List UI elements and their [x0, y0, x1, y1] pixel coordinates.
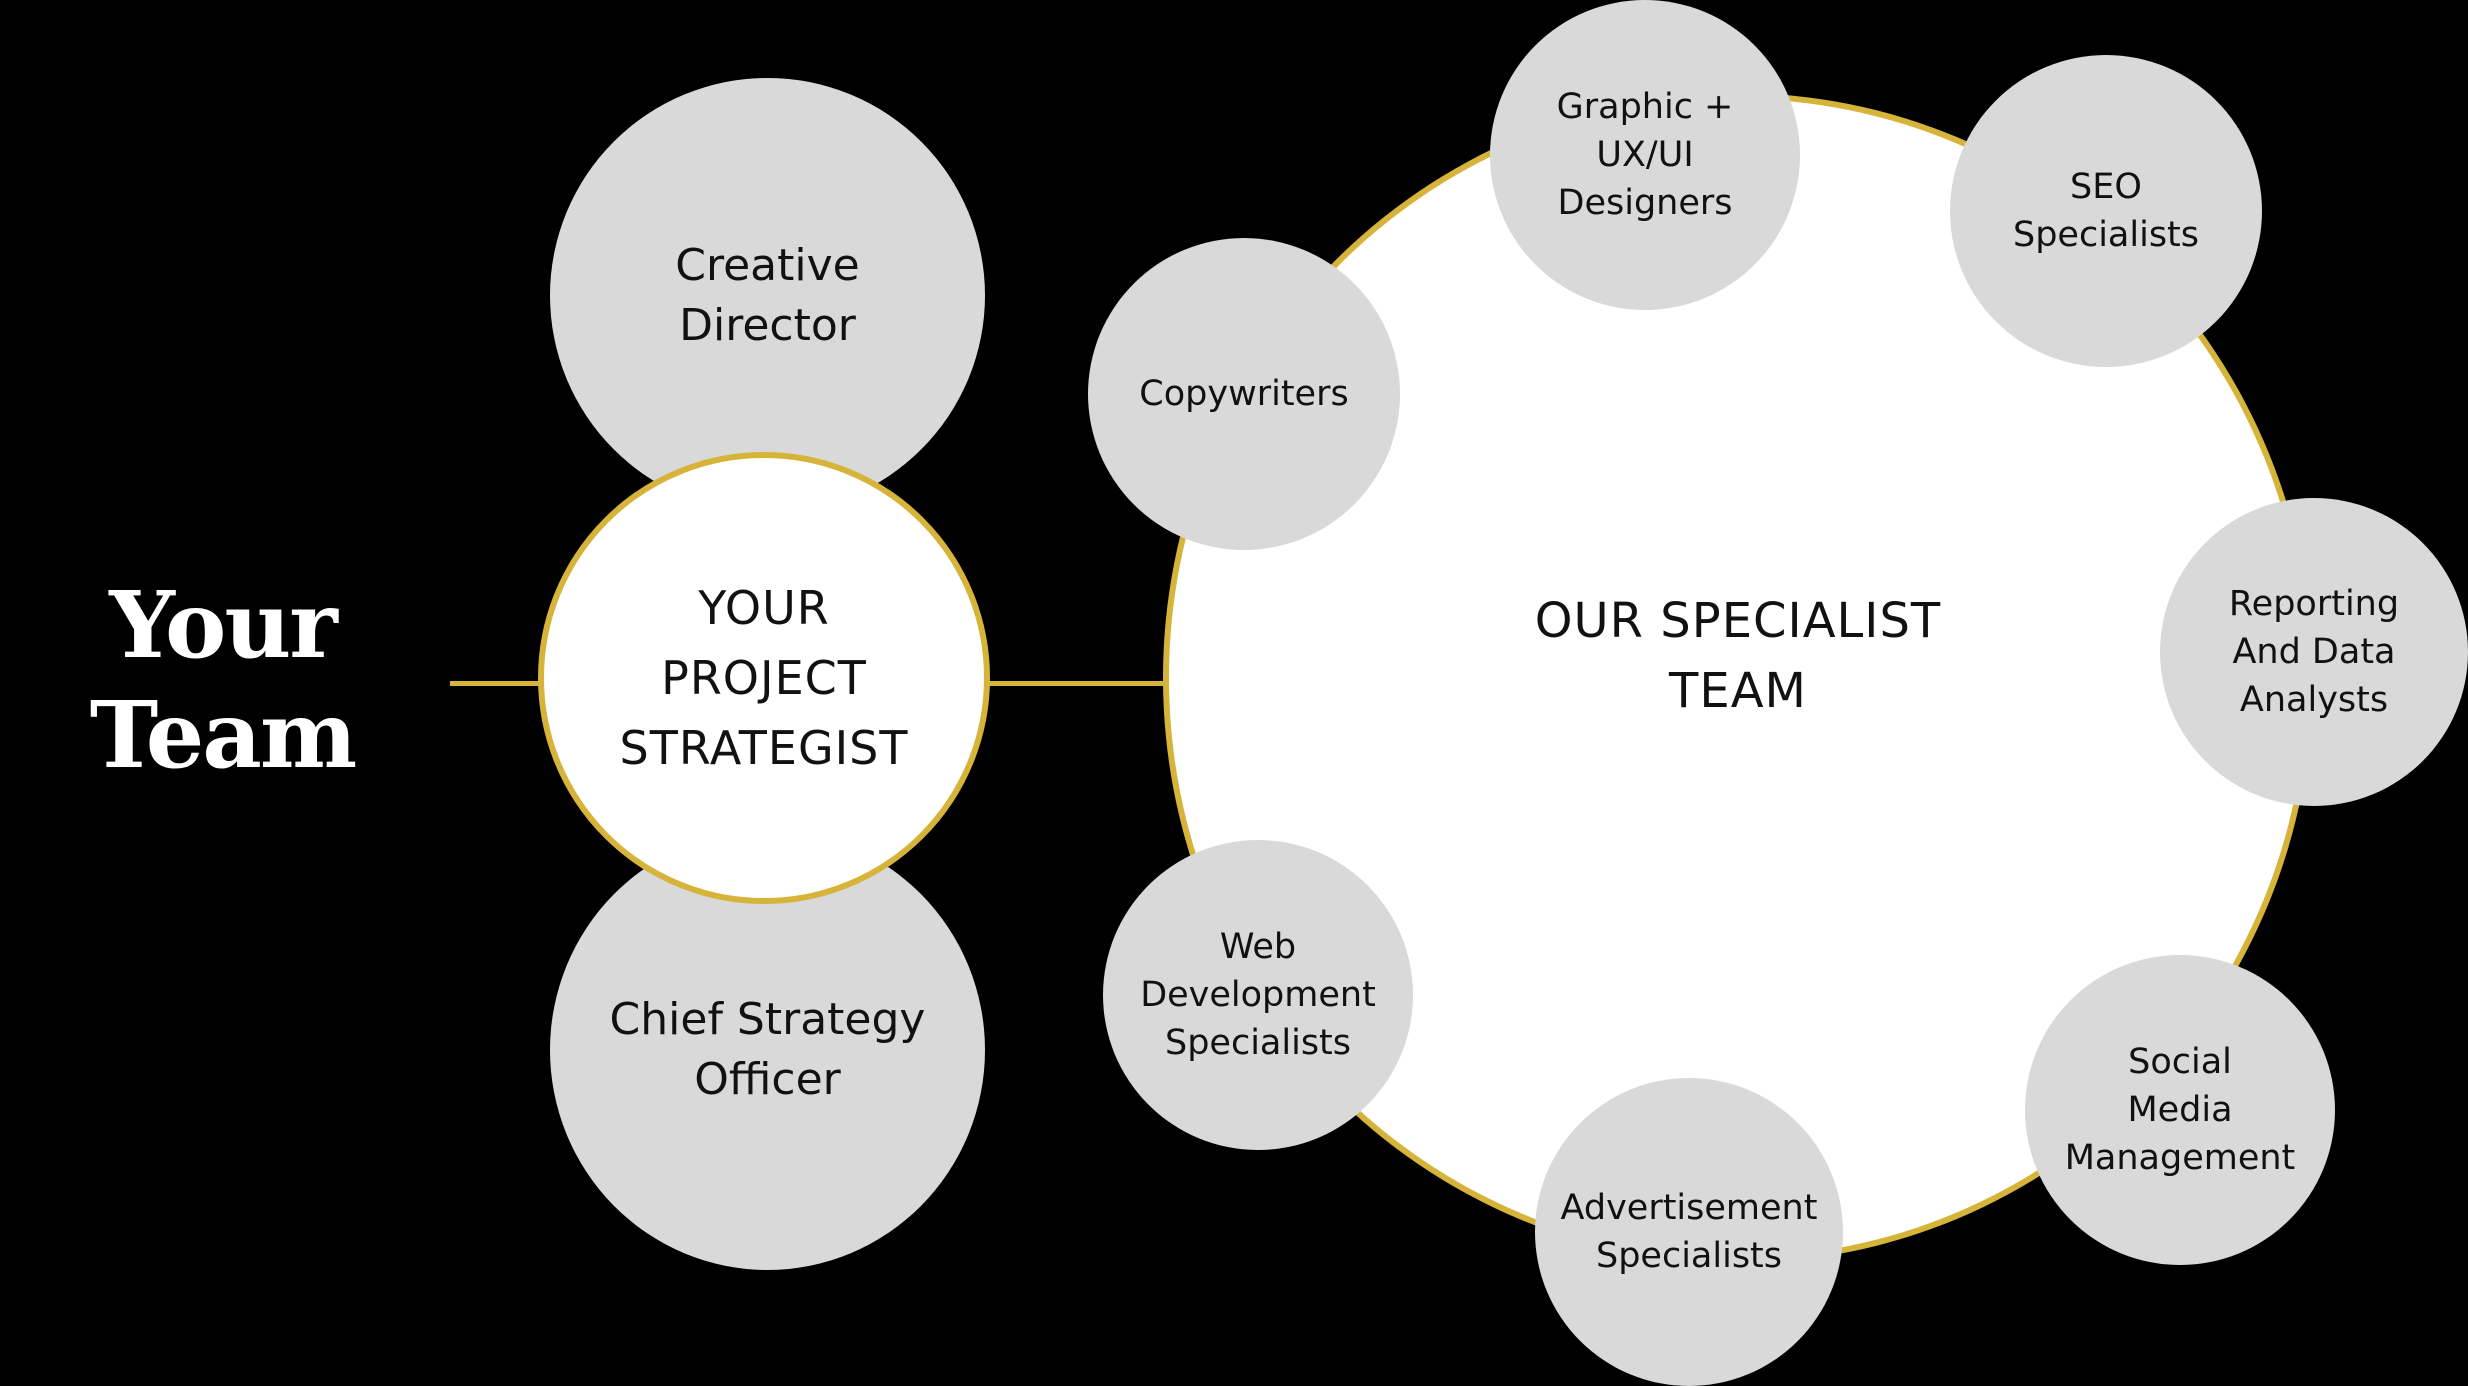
specialist-label: Reporting And Data Analysts — [2228, 584, 2400, 720]
specialist-label: SEO Specialists — [2012, 167, 2200, 255]
specialist-team-hub-label: OUR SPECIALIST TEAM — [1534, 592, 1942, 719]
creative-director-label: Creative Director — [675, 239, 860, 351]
specialist-label: Graphic + UX/UI Designers — [1556, 87, 1734, 223]
specialist-label: Social Media Management — [2064, 1042, 2296, 1178]
specialist-label: Copywriters — [1139, 374, 1349, 414]
specialist-copywriters: Copywriters — [1088, 238, 1400, 550]
creative-director-circle: Creative Director — [550, 78, 985, 513]
right-connector-line — [985, 681, 1170, 686]
project-strategist-circle: YOUR PROJECT STRATEGIST — [538, 452, 990, 904]
project-strategist-label: YOUR PROJECT STRATEGIST — [619, 581, 909, 775]
specialist-label: Advertisement Specialists — [1560, 1188, 1818, 1276]
specialist-social-media-management: Social Media Management — [2025, 955, 2335, 1265]
specialist-reporting-data-analysts: Reporting And Data Analysts — [2160, 498, 2468, 806]
chief-strategy-officer-label: Chief Strategy Officer — [609, 994, 926, 1105]
heading-your-team: Your Team — [89, 571, 357, 789]
left-connector-line — [450, 681, 540, 686]
specialist-seo-specialists: SEO Specialists — [1950, 55, 2262, 367]
specialist-graphic-ux-ui-designers: Graphic + UX/UI Designers — [1490, 0, 1800, 310]
specialist-advertisement-specialists: Advertisement Specialists — [1535, 1078, 1843, 1386]
specialist-web-development: Web Development Specialists — [1103, 840, 1413, 1150]
specialist-label: Web Development Specialists — [1140, 927, 1376, 1063]
